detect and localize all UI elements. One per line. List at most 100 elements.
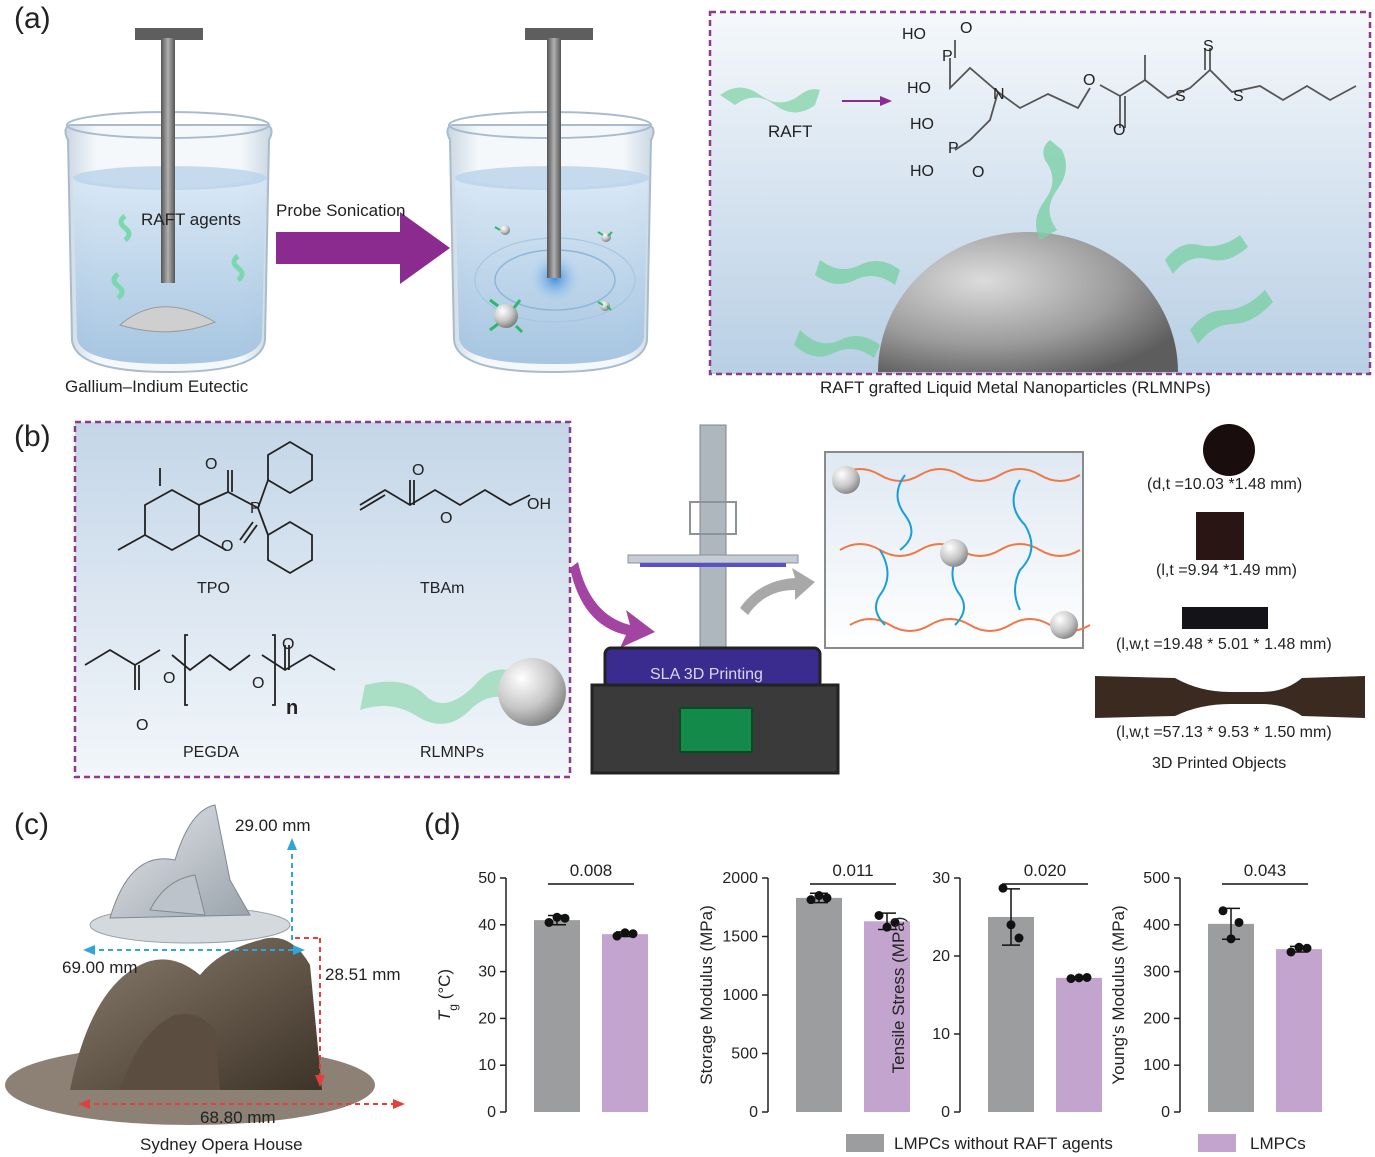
y-axis-label-3: Tensile Stress (MPa) — [889, 917, 908, 1074]
y-tick-label-2: 500 — [731, 1046, 758, 1063]
y-tick-label-3: 30 — [932, 870, 950, 887]
bar-1-1 — [534, 920, 580, 1112]
data-point-3-2 — [1074, 973, 1084, 983]
tpo-o-2: O — [221, 538, 234, 555]
data-point-4-1 — [1234, 917, 1244, 927]
tbam-o-1: O — [412, 462, 425, 479]
legend-label-purple: LMPCs — [1250, 1134, 1306, 1153]
data-point-2-1 — [806, 895, 816, 905]
y-tick-label-4: 300 — [1143, 964, 1170, 981]
y-tick-label-2: 2000 — [722, 870, 758, 887]
rlmnp-box — [708, 10, 1372, 376]
data-point-2-2 — [882, 922, 892, 932]
pegda-n: n — [286, 697, 299, 719]
probe-sonication-label: Probe Sonication — [276, 201, 406, 220]
data-point-2-2 — [890, 917, 900, 927]
arrow-to-network — [740, 568, 815, 615]
network-box — [824, 451, 1091, 649]
y-tick-label-1: 30 — [478, 964, 496, 981]
dim-width-top: 69.00 mm — [62, 958, 138, 977]
tbam-label: TBAm — [420, 580, 465, 597]
y-tick-label-1: 40 — [478, 917, 496, 934]
chem-o-2: O — [972, 164, 985, 181]
y-tick-label-1: 10 — [478, 1057, 496, 1074]
sonication-arrow — [276, 212, 450, 284]
data-point-1-1 — [552, 912, 562, 922]
dim-width-bottom: 68.80 mm — [200, 1108, 276, 1127]
chem-n: N — [993, 86, 1005, 103]
panel-c-caption: Sydney Opera House — [140, 1135, 303, 1154]
panel-b-graphics — [73, 420, 1365, 779]
data-point-2-1 — [822, 893, 832, 903]
data-point-4-2 — [1294, 942, 1304, 952]
data-point-2-2 — [874, 910, 884, 920]
chem-o-1: O — [960, 20, 973, 37]
y-tick-label-2: 0 — [749, 1104, 758, 1121]
data-point-1-1 — [544, 917, 554, 927]
p-value-3: 0.020 — [1024, 861, 1067, 880]
raft-agents-label: RAFT agents — [141, 210, 241, 229]
pegda-o-1: O — [163, 670, 176, 687]
p-value-4: 0.043 — [1244, 861, 1287, 880]
pegda-o-3: O — [252, 675, 265, 692]
tpo-p: P — [250, 500, 261, 517]
chem-s-2: S — [1203, 38, 1214, 55]
dim-height-bottom: 28.51 mm — [325, 965, 401, 984]
chem-ho-2: HO — [907, 80, 931, 97]
beaker-right — [446, 28, 655, 374]
raft-label: RAFT — [768, 122, 813, 141]
y-axis-label-1: Tg (°C) — [435, 969, 460, 1021]
chem-o-4: O — [1113, 122, 1126, 139]
dim-height-top: 29.00 mm — [235, 816, 311, 835]
bar-2-2 — [864, 921, 910, 1112]
printer-label: SLA 3D Printing — [650, 666, 763, 683]
sla-printer — [590, 424, 840, 775]
panel-a-graphics — [64, 10, 1372, 376]
y-axis-label-2: Storage Modulus (MPa) — [697, 905, 716, 1085]
y-tick-label-4: 500 — [1143, 870, 1170, 887]
pegda-o-4: O — [282, 636, 295, 653]
y-tick-label-1: 20 — [478, 1010, 496, 1027]
chem-ho-4: HO — [910, 163, 934, 180]
data-point-3-1 — [998, 883, 1008, 893]
chem-ho-1: HO — [902, 26, 926, 43]
data-point-4-1 — [1226, 934, 1236, 944]
data-point-4-2 — [1302, 943, 1312, 953]
gallium-indium-label: Gallium–Indium Eutectic — [65, 377, 249, 396]
data-point-1-1 — [560, 913, 570, 923]
object-square-dims: (l,t =9.94 *1.49 mm) — [1156, 562, 1297, 579]
pegda-o-2: O — [136, 717, 149, 734]
y-tick-label-3: 10 — [932, 1026, 950, 1043]
chem-p-2: P — [948, 140, 959, 157]
y-tick-label-4: 200 — [1143, 1010, 1170, 1027]
bar-4-1 — [1208, 923, 1254, 1112]
bar-1-2 — [602, 934, 648, 1112]
bar-3-2 — [1056, 977, 1102, 1112]
tbam-o-2: O — [440, 510, 453, 527]
y-axis-label-4: Young's Modulus (MPa) — [1109, 905, 1128, 1084]
y-tick-label-1: 50 — [478, 870, 496, 887]
panel-label-a: (a) — [14, 2, 51, 35]
tbam-oh: OH — [527, 496, 551, 513]
data-point-3-2 — [1066, 974, 1076, 984]
p-value-1: 0.008 — [570, 861, 613, 880]
y-tick-label-3: 0 — [941, 1104, 950, 1121]
bar-4-2 — [1276, 949, 1322, 1112]
bar-2-1 — [796, 897, 842, 1112]
bar-3-1 — [988, 917, 1034, 1112]
objects-caption: 3D Printed Objects — [1152, 755, 1287, 772]
chem-o-3: O — [1083, 72, 1096, 89]
p-value-2: 0.011 — [832, 861, 873, 880]
legend-swatch-gray — [846, 1134, 884, 1152]
panel-c-graphics — [5, 804, 405, 1125]
rlmnps-caption: RAFT grafted Liquid Metal Nanoparticles … — [820, 378, 1211, 397]
data-point-3-1 — [1014, 933, 1024, 943]
object-bar-dims: (l,w,t =19.48 * 5.01 * 1.48 mm) — [1116, 636, 1332, 653]
chem-s-1: S — [1175, 88, 1186, 105]
y-tick-label-3: 20 — [932, 948, 950, 965]
data-point-3-2 — [1082, 972, 1092, 982]
chem-p-1: P — [942, 48, 953, 65]
data-point-3-1 — [1006, 920, 1016, 930]
y-tick-label-4: 0 — [1161, 1104, 1170, 1121]
